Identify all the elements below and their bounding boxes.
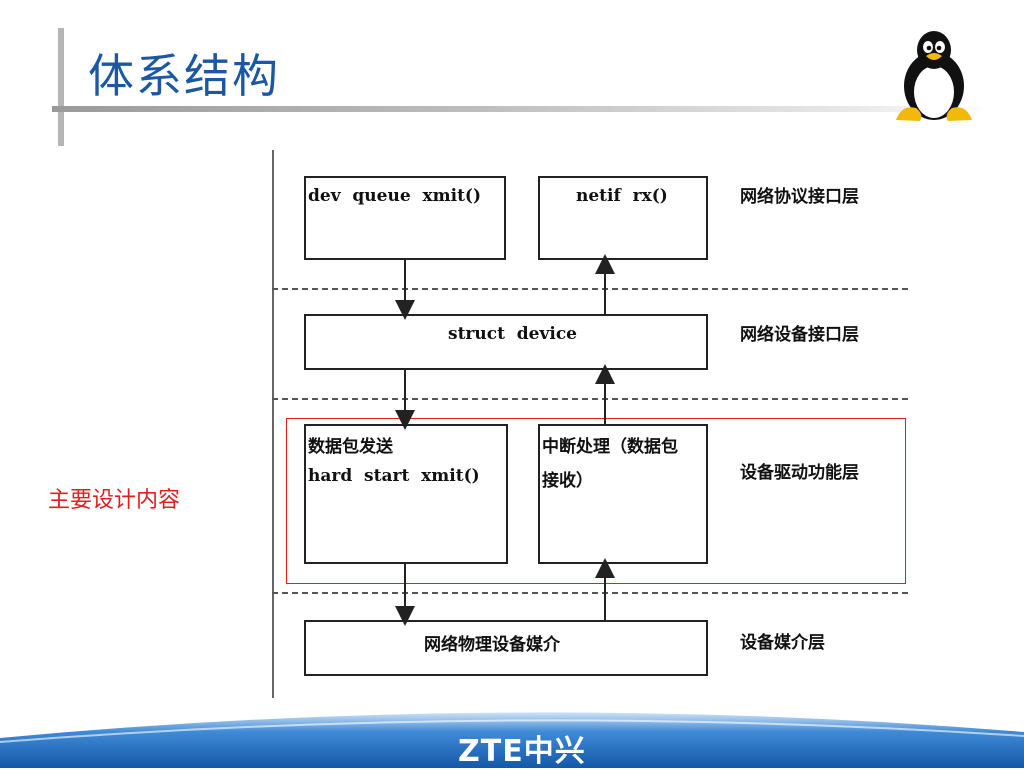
flow-arrows bbox=[395, 254, 615, 626]
netif-rx-label: netif rx() bbox=[576, 186, 668, 206]
main-design-content-label: 主要设计内容 bbox=[48, 488, 181, 513]
highlight-frame bbox=[286, 418, 906, 584]
layer-divider bbox=[272, 592, 908, 594]
tux-penguin-icon bbox=[896, 31, 972, 121]
zte-logo: ZTE中兴 bbox=[458, 734, 586, 769]
physical-medium-box bbox=[304, 620, 708, 676]
packet-send-label-line1: 数据包发送 bbox=[308, 437, 393, 457]
network-driver-architecture-diagram: dev queue xmit() netif rx() 网络协议接口层 stru… bbox=[272, 150, 908, 698]
netif-rx-box bbox=[538, 176, 708, 260]
diagram-left-border bbox=[272, 150, 274, 698]
page-title: 体系结构 bbox=[88, 49, 280, 103]
layer-divider bbox=[272, 288, 908, 290]
layer-label-media: 设备媒介层 bbox=[740, 633, 825, 653]
dev-queue-xmit-box bbox=[304, 176, 506, 260]
interrupt-handling-label-line1: 中断处理（数据包 bbox=[542, 437, 678, 457]
layer-label-driver-function: 设备驱动功能层 bbox=[740, 463, 859, 483]
layer-divider bbox=[272, 398, 908, 400]
struct-device-box bbox=[304, 314, 708, 370]
interrupt-handling-box bbox=[538, 424, 708, 564]
footer-band bbox=[0, 698, 1024, 768]
interrupt-handling-label-line2: 接收） bbox=[542, 471, 593, 491]
header-vertical-rule bbox=[58, 28, 64, 146]
dev-queue-xmit-label: dev queue xmit() bbox=[308, 186, 482, 206]
struct-device-label: struct device bbox=[448, 324, 577, 344]
layer-label-device-interface: 网络设备接口层 bbox=[740, 325, 859, 345]
layer-label-protocol-interface: 网络协议接口层 bbox=[740, 187, 859, 207]
packet-send-label-line2: hard start xmit() bbox=[308, 466, 480, 486]
physical-medium-label: 网络物理设备媒介 bbox=[424, 635, 560, 655]
header-horizontal-rule bbox=[52, 106, 992, 112]
